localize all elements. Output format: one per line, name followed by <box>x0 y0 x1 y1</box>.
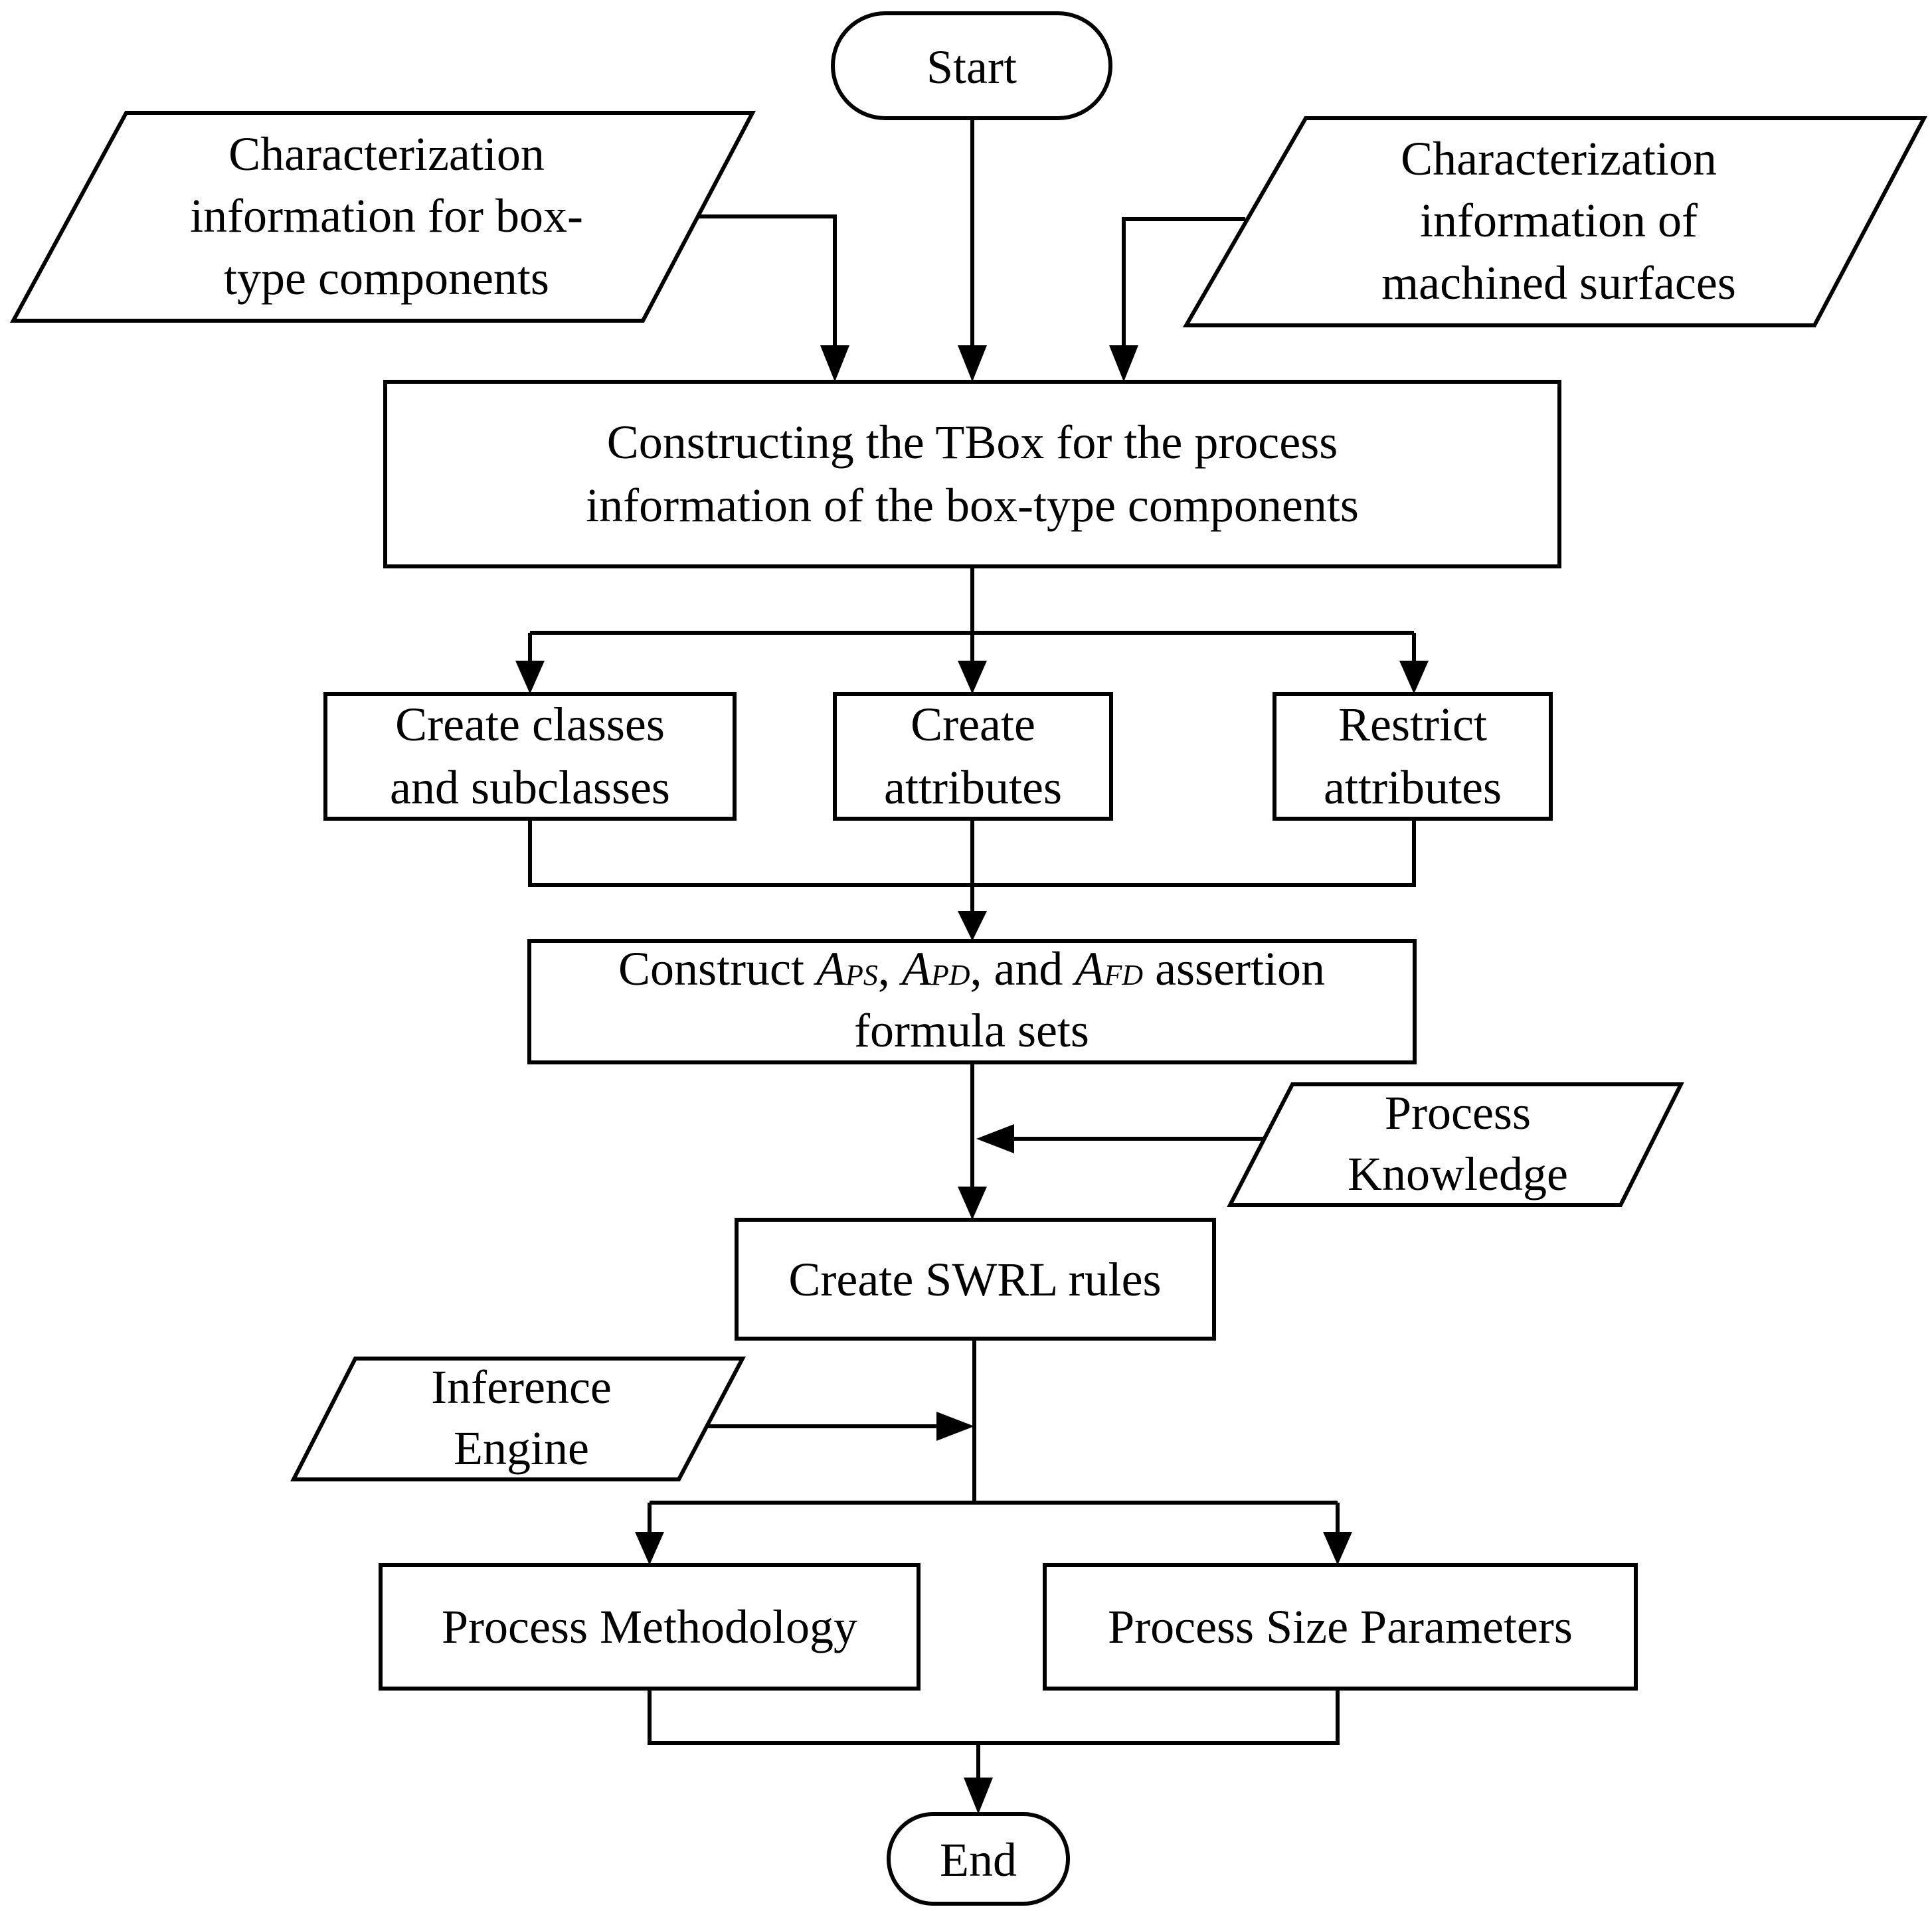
construct-sets-shape <box>527 939 1417 1064</box>
start-terminator: Start <box>831 11 1112 120</box>
inference-engine-line-2: Engine <box>454 1422 589 1475</box>
process-restrict-attributes: Restrict attributes <box>1273 692 1553 821</box>
create-classes-line-1: Create classes <box>395 698 665 751</box>
tbox-shape <box>383 380 1561 568</box>
tbox-line-2: information of the box-type components <box>586 479 1359 532</box>
end-label: End <box>940 1833 1017 1886</box>
construct-a-ps: A <box>814 942 846 995</box>
arrowhead-end <box>964 1778 993 1814</box>
arrowhead-construct <box>958 911 987 941</box>
swrl-label: Create SWRL rules <box>788 1253 1161 1306</box>
connector-output-merge-bar <box>648 1689 1340 1745</box>
process-knowledge-line-2: Knowledge <box>1348 1147 1568 1201</box>
swrl-shape <box>735 1218 1216 1341</box>
process-tbox: Constructing the TBox for the process in… <box>383 380 1561 568</box>
process-knowledge-line-1: Process <box>1385 1086 1531 1139</box>
construct-sets-line-2: formula sets <box>854 1004 1089 1057</box>
construct-subscript-fd: FD <box>1103 959 1143 991</box>
arrowhead-swrl <box>958 1187 987 1220</box>
input-surfaces-shape <box>1182 116 1927 327</box>
inference-engine-shape <box>290 1357 746 1481</box>
connectors <box>528 118 1416 1780</box>
input-box-type-shape <box>9 111 756 323</box>
construct-prefix: Construct <box>618 942 816 995</box>
arrowhead-size-params <box>1323 1532 1352 1565</box>
end-shape <box>887 1812 1070 1906</box>
start-label: Start <box>926 41 1017 94</box>
create-attributes-line-1: Create <box>911 698 1035 751</box>
start-shape <box>831 11 1112 120</box>
input-inference-engine: Inference Engine <box>290 1357 746 1481</box>
arrowheads <box>515 345 1429 1814</box>
construct-a-pd: A <box>899 942 932 995</box>
connector-box-type-tbox <box>696 214 837 345</box>
input-box-type-components: Characterization information for box- ty… <box>9 111 756 323</box>
arrowhead-box-type-tbox <box>820 345 849 382</box>
process-construct-assertion-sets: Construct APS, APD, and AFD assertion fo… <box>527 939 1417 1064</box>
restrict-attributes-shape <box>1273 692 1553 821</box>
input-surfaces-line-3: machined surfaces <box>1381 256 1736 309</box>
construct-subscript-ps: PS <box>845 959 878 991</box>
arrowhead-create-attr <box>958 661 987 694</box>
process-create-swrl-rules: Create SWRL rules <box>735 1218 1216 1341</box>
create-classes-shape <box>323 692 737 821</box>
process-create-classes: Create classes and subclasses <box>323 692 737 821</box>
output-process-size-parameters: Process Size Parameters <box>1043 1563 1638 1691</box>
arrowhead-classes <box>515 661 545 694</box>
construct-subscript-pd: PD <box>930 959 970 991</box>
construct-sep-2: , and <box>970 942 1075 995</box>
restrict-attributes-line-2: attributes <box>1324 761 1502 814</box>
construct-sets-line-1: Construct APS, APD, and AFD assertion <box>618 942 1325 995</box>
process-size-parameters-label: Process Size Parameters <box>1108 1600 1573 1653</box>
arrowhead-knowledge <box>976 1124 1014 1153</box>
arrowhead-methodology <box>635 1532 664 1565</box>
arrowhead-start-tbox <box>958 345 987 382</box>
process-methodology-label: Process Methodology <box>442 1600 857 1653</box>
arrowhead-inference <box>936 1412 974 1441</box>
input-box-type-line-2: information for box- <box>190 189 583 242</box>
output-process-methodology: Process Methodology <box>379 1563 921 1691</box>
process-knowledge-shape <box>1227 1082 1684 1207</box>
create-attributes-shape <box>833 692 1113 821</box>
connector-surfaces-tbox <box>1122 217 1245 345</box>
tbox-line-1: Constructing the TBox for the process <box>607 416 1338 469</box>
arrowhead-restrict-attr <box>1399 661 1429 694</box>
create-classes-line-2: and subclasses <box>390 761 670 814</box>
process-size-parameters-shape <box>1043 1563 1638 1691</box>
input-process-knowledge: Process Knowledge <box>1227 1082 1684 1207</box>
construct-suffix: assertion <box>1143 942 1325 995</box>
input-surfaces-line-1: Characterization <box>1401 132 1717 185</box>
arrowhead-surfaces-tbox <box>1109 345 1138 382</box>
process-methodology-shape <box>379 1563 921 1691</box>
inference-engine-line-1: Inference <box>431 1361 612 1414</box>
construct-a-fd: A <box>1072 942 1104 995</box>
input-box-type-line-1: Characterization <box>228 127 545 181</box>
end-terminator: End <box>887 1812 1070 1906</box>
input-box-type-line-3: type components <box>224 252 549 305</box>
construct-sep-1: , <box>878 942 902 995</box>
restrict-attributes-line-1: Restrict <box>1338 698 1487 751</box>
process-create-attributes: Create attributes <box>833 692 1113 821</box>
input-machined-surfaces: Characterization information of machined… <box>1182 116 1927 327</box>
create-attributes-line-2: attributes <box>884 761 1062 814</box>
input-surfaces-line-2: information of <box>1420 194 1698 247</box>
